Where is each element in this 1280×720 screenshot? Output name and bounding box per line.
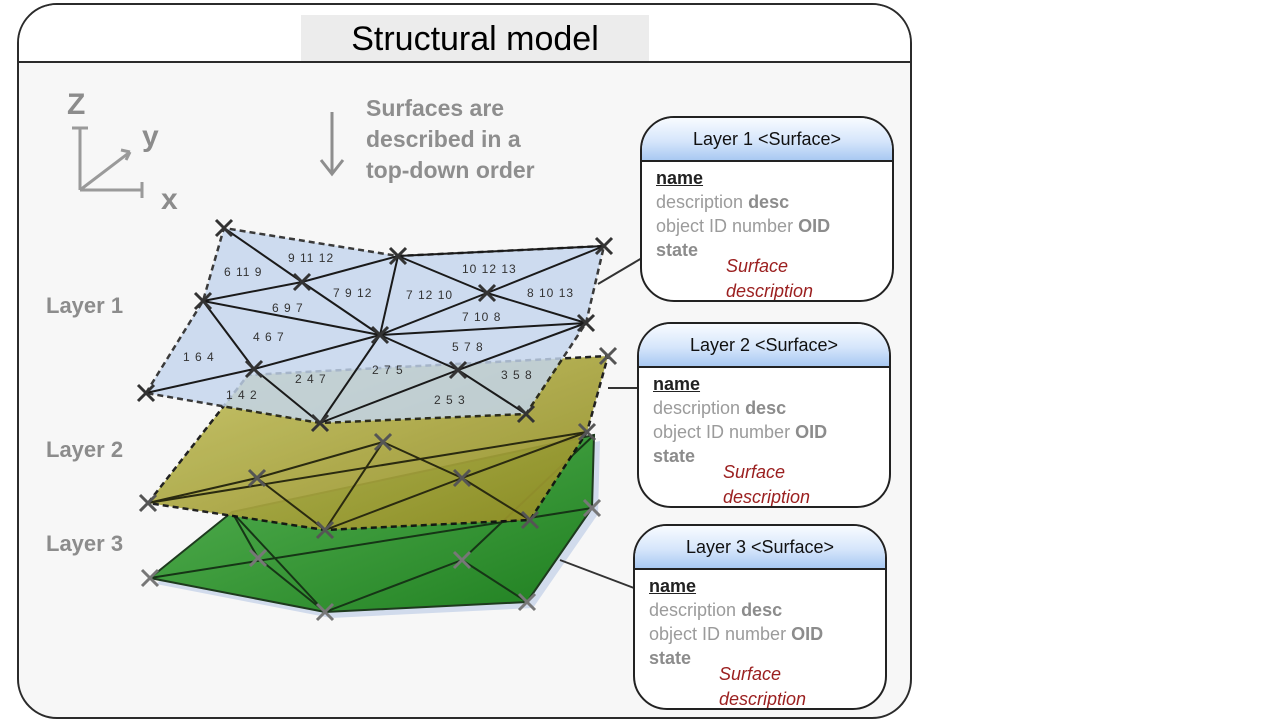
layer-1-surface-card[interactable]: Layer 1 <Surface> name description desc … xyxy=(640,116,894,302)
field-label: object ID number xyxy=(656,216,794,236)
card-body: name description desc object ID number O… xyxy=(635,570,885,709)
card-oid-field: object ID number OID xyxy=(653,420,889,444)
layer-1-surface xyxy=(136,218,614,433)
triangle-label: 9 11 12 xyxy=(288,251,335,265)
layer-3-label: Layer 3 xyxy=(46,531,124,556)
panel-header: Structural model xyxy=(19,5,910,63)
card-name-field: name xyxy=(649,576,697,596)
triangle-label: 4 6 7 xyxy=(253,330,285,344)
triangle-label: 2 4 7 xyxy=(295,372,327,386)
triangle-label: 3 5 8 xyxy=(501,368,533,382)
triangle-label: 7 9 12 xyxy=(333,286,373,300)
field-key: OID xyxy=(798,216,831,236)
layer-1-label: Layer 1 xyxy=(46,293,124,318)
diagram-title: Structural model xyxy=(301,15,649,61)
card-name-field: name xyxy=(653,374,701,394)
card-header: Layer 1 <Surface> xyxy=(642,118,892,162)
card-state-field: state xyxy=(649,648,692,668)
triangle-label: 6 11 9 xyxy=(224,265,263,279)
card-body: name description desc object ID number O… xyxy=(642,162,892,301)
triangle-label: 2 7 5 xyxy=(372,363,404,377)
order-note: Surfaces are described in a top-down ord… xyxy=(366,93,535,186)
triangle-label: 5 7 8 xyxy=(452,340,484,354)
surface-description-line: Surface xyxy=(723,462,786,482)
triangle-label: 1 4 2 xyxy=(226,388,258,402)
triangle-label: 8 10 13 xyxy=(527,286,575,300)
down-arrow-icon xyxy=(319,112,345,177)
card-connectors xyxy=(559,257,643,589)
field-key: desc xyxy=(748,192,790,212)
axis-y-label: y xyxy=(142,120,159,153)
card-state-field: state xyxy=(656,240,699,260)
layer-2-label: Layer 2 xyxy=(46,437,124,462)
card-description-field: description desc xyxy=(656,190,892,214)
card-oid-field: object ID number OID xyxy=(649,622,885,646)
field-key: OID xyxy=(791,624,824,644)
card-oid-field: object ID number OID xyxy=(656,214,892,238)
card-body: name description desc object ID number O… xyxy=(639,368,889,507)
triangle-label: 7 12 10 xyxy=(406,288,454,302)
field-label: object ID number xyxy=(649,624,787,644)
triangle-label: 2 5 3 xyxy=(434,393,466,407)
card-state-field: state xyxy=(653,446,696,466)
surface-description-line: description xyxy=(719,689,807,709)
surface-description: Surface description xyxy=(719,662,885,709)
triangle-label: 10 12 13 xyxy=(462,262,517,276)
surface-description: Surface description xyxy=(726,254,892,301)
field-key: desc xyxy=(745,398,787,418)
triangle-label: 6 9 7 xyxy=(272,301,304,315)
field-label: description xyxy=(656,192,744,212)
card-header: Layer 2 <Surface> xyxy=(639,324,889,368)
axis-icon xyxy=(72,126,144,198)
field-label: description xyxy=(649,600,737,620)
layer-3-surface-card[interactable]: Layer 3 <Surface> name description desc … xyxy=(633,524,887,710)
surface-description-line: Surface xyxy=(726,256,789,276)
card-description-field: description desc xyxy=(653,396,889,420)
card-name-field: name xyxy=(656,168,704,188)
surface-description: Surface description xyxy=(723,460,889,507)
surface-description-line: description xyxy=(726,281,814,301)
field-label: object ID number xyxy=(653,422,791,442)
surface-description-line: Surface xyxy=(719,664,782,684)
surface-description-line: description xyxy=(723,487,811,507)
card-header: Layer 3 <Surface> xyxy=(635,526,885,570)
field-key: desc xyxy=(741,600,783,620)
axis-z-label: Z xyxy=(67,88,86,121)
order-note-line: Surfaces are xyxy=(366,95,505,121)
order-note-line: top-down order xyxy=(366,157,535,183)
card-description-field: description desc xyxy=(649,598,885,622)
axis-x-label: x xyxy=(161,183,178,216)
triangle-label: 7 10 8 xyxy=(462,310,502,324)
field-key: OID xyxy=(795,422,828,442)
layer-2-surface-card[interactable]: Layer 2 <Surface> name description desc … xyxy=(637,322,891,508)
order-note-line: described in a xyxy=(366,126,521,152)
triangle-label: 1 6 4 xyxy=(183,350,215,364)
field-label: description xyxy=(653,398,741,418)
